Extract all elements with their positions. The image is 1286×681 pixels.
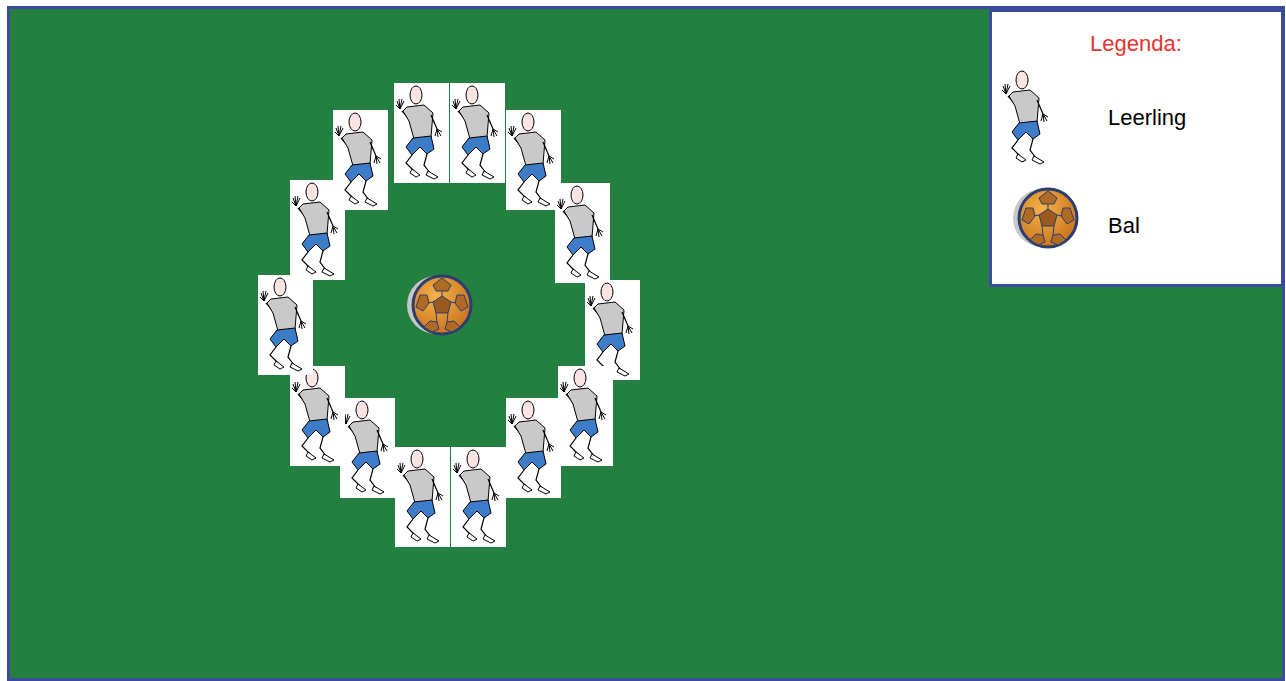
- player-circle: [258, 83, 640, 547]
- legend-text: Leerling: [1108, 105, 1186, 131]
- legend-title: Legenda:: [1090, 31, 1182, 57]
- field: [9, 8, 1284, 680]
- legend-box: [991, 11, 1283, 286]
- legend-player-icon: [1000, 68, 1055, 168]
- legend-ball-icon: [1013, 189, 1077, 247]
- legend-text: Bal: [1108, 213, 1140, 239]
- ball: [407, 276, 471, 334]
